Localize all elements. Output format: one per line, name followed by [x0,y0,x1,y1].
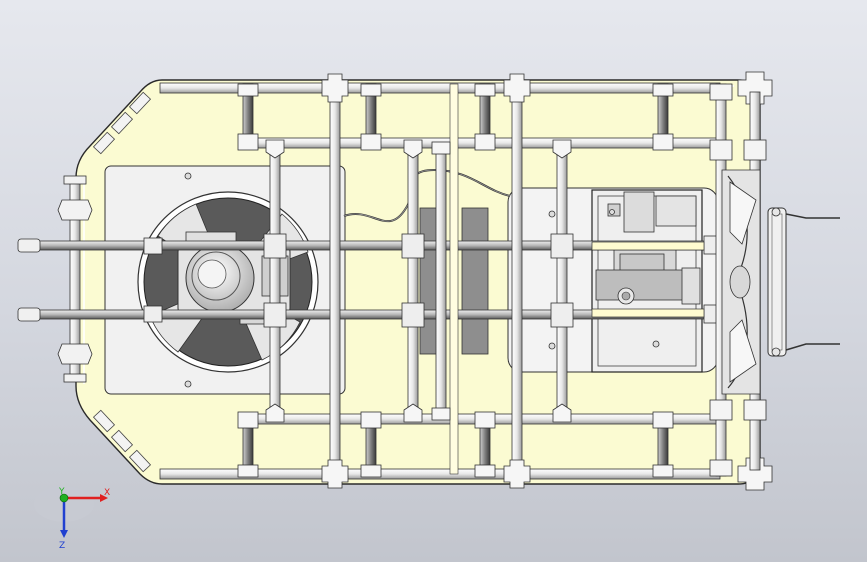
engine-rods [591,241,705,318]
panel-bolt [548,210,556,218]
axis-z-label: Z [59,541,65,551]
tee-joints [237,83,674,478]
panel-bolt [609,209,615,215]
center-plate-right [461,207,489,355]
left-side-joints [57,175,93,383]
lift-fan[interactable] [137,191,319,373]
thrust-propeller[interactable] [721,169,761,395]
axis-y-label: Y [58,487,65,497]
panel-bolt [548,342,556,350]
panel-bolt [184,172,192,180]
bow-bumpers [92,91,152,473]
panel-bolt [184,380,192,388]
engine-assembly[interactable] [591,189,703,373]
axis-triad [34,486,108,538]
cross-joints [321,71,773,491]
axis-x-label: X [104,488,110,498]
rudder-bracket[interactable] [767,207,840,357]
rod-clamps [143,233,723,328]
